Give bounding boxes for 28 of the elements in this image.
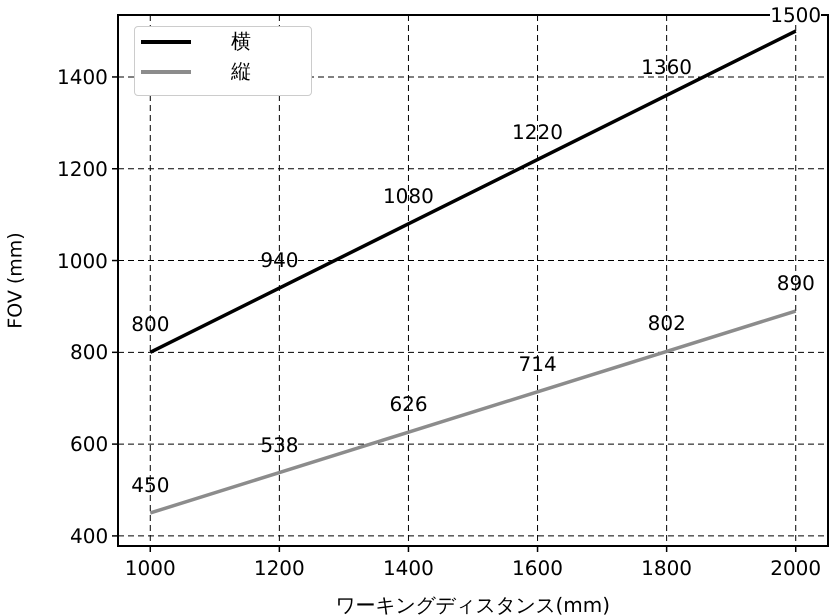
data-label: 1500: [770, 5, 822, 25]
tick-label: 1200: [254, 558, 305, 578]
data-label: 538: [260, 434, 299, 455]
tick-label: 1200: [57, 158, 108, 179]
tick-label: 2000: [770, 558, 822, 578]
tick-label: 1600: [512, 558, 563, 578]
tick-label: 400: [70, 526, 108, 546]
data-label: 1080: [382, 186, 434, 206]
data-label: 626: [389, 394, 428, 414]
data-label: 800: [131, 314, 170, 334]
data-label: 890: [776, 273, 815, 294]
tick-label: 1400: [382, 558, 434, 578]
data-label: 714: [518, 354, 557, 374]
data-label: 802: [648, 313, 686, 334]
data-label: 1360: [641, 57, 692, 78]
legend-label: 縦: [231, 61, 251, 81]
tick-label: 1400: [57, 66, 108, 87]
tick-label: 1000: [57, 250, 108, 271]
tick-label: 1800: [641, 558, 692, 578]
axis-title: ワーキングディスタンス(mm): [336, 595, 610, 615]
data-label: 940: [260, 250, 299, 270]
legend-label: 横: [231, 31, 251, 51]
tick-label: 800: [70, 342, 108, 362]
tick-label: 600: [70, 434, 108, 454]
data-label: 450: [131, 474, 170, 495]
tick-label: 1000: [124, 558, 176, 578]
data-label: 1220: [512, 122, 563, 142]
axis-title: FOV (mm): [6, 232, 26, 329]
